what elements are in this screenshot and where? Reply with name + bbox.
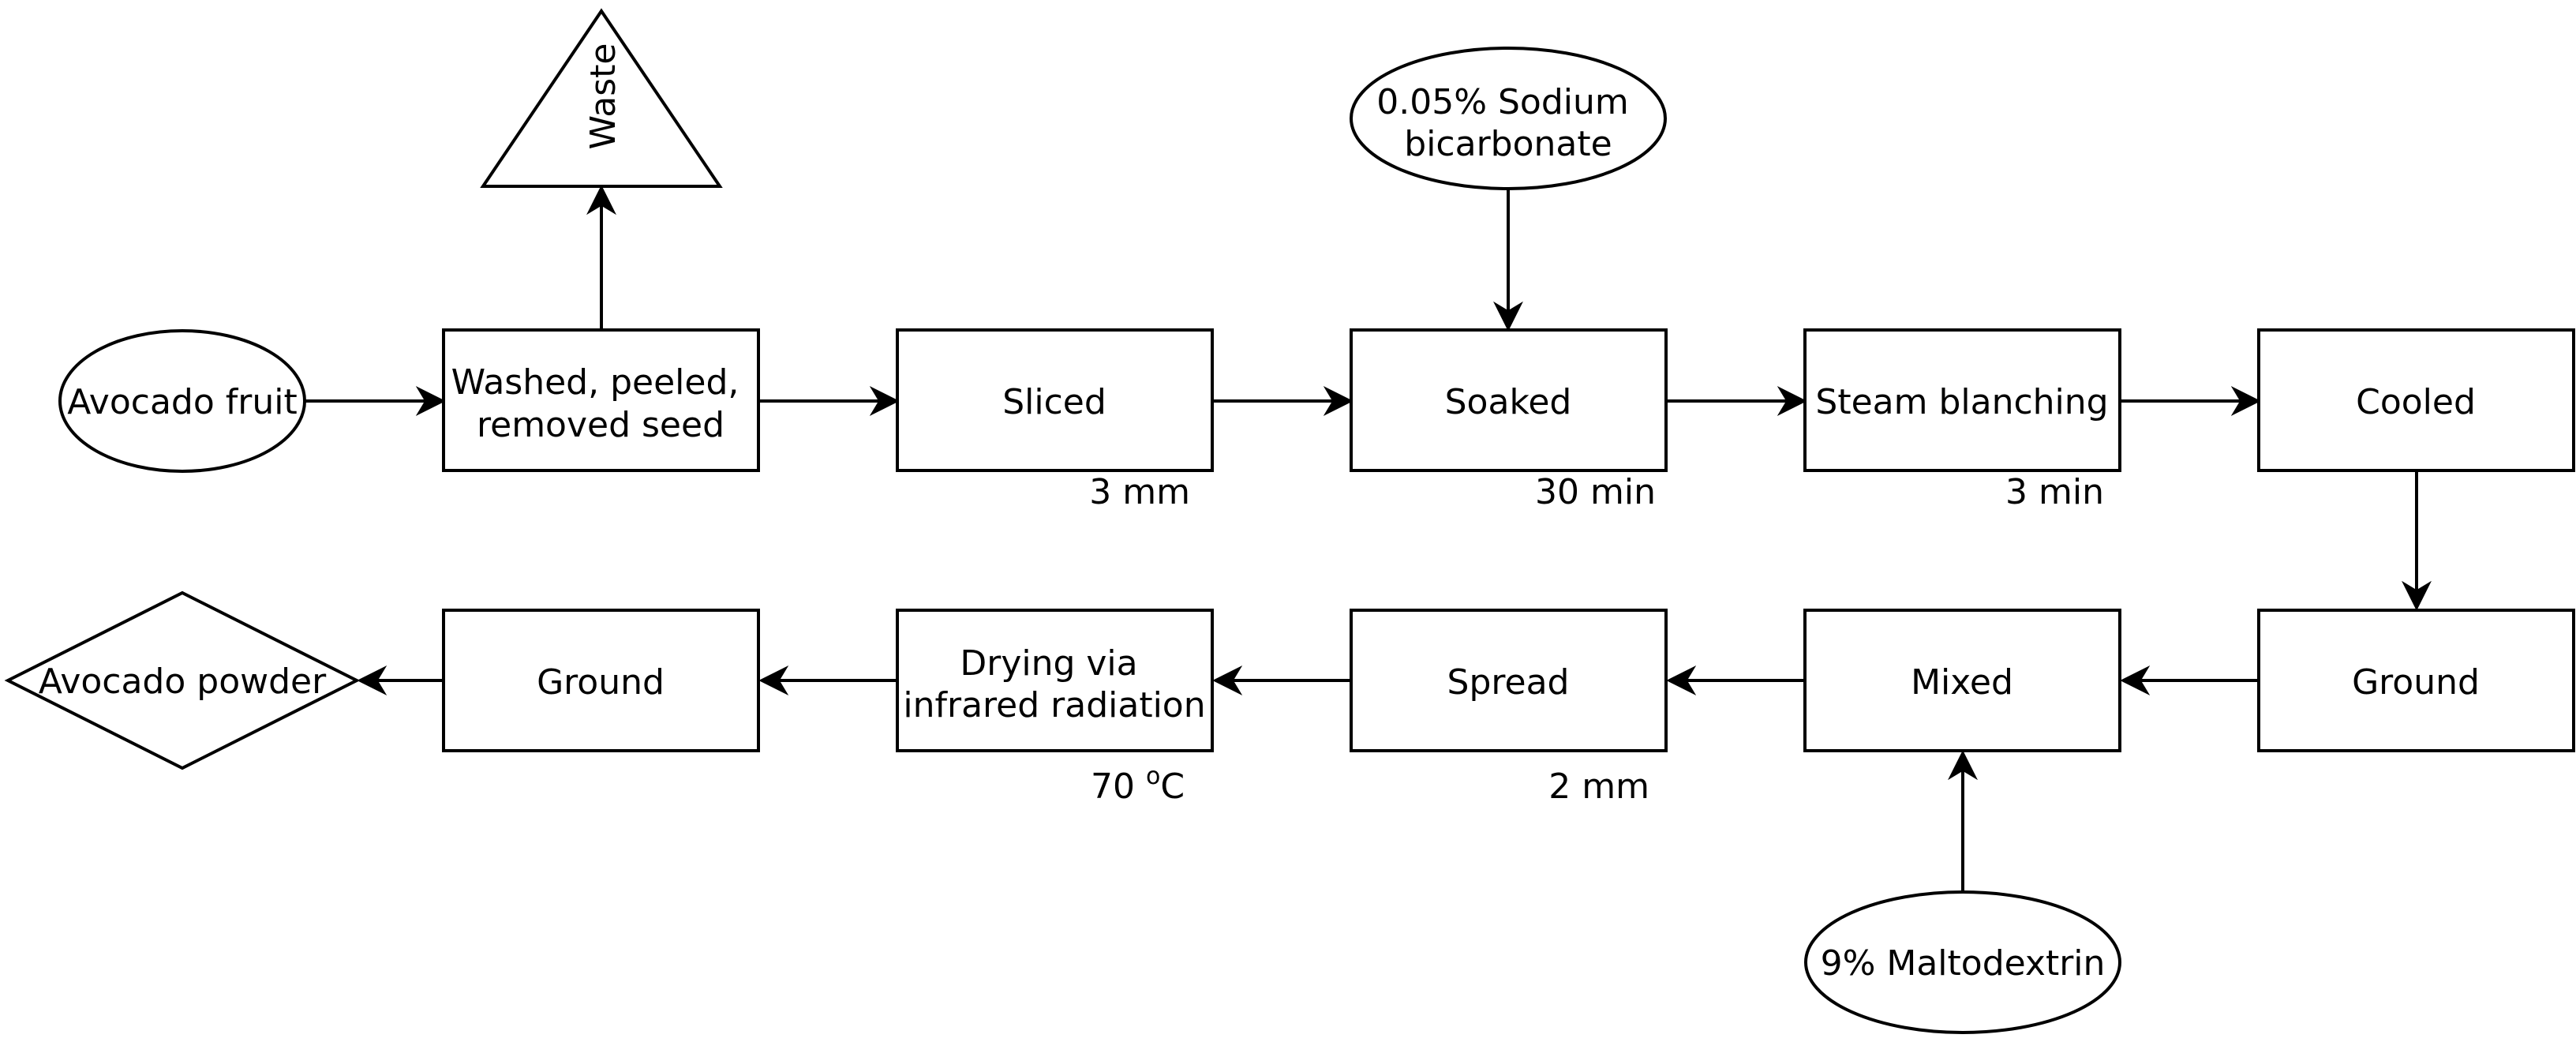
node-cooled-label: Cooled [2356,382,2476,422]
note-spread-thickness: 2 mm [1548,767,1649,807]
node-sodium-bicarbonate-label: 0.05% Sodium bicarbonate [1376,82,1640,164]
node-ground-right: Ground [2257,609,2575,752]
node-soaked: Soaked [1350,328,1668,472]
node-steam-blanching-label: Steam blanching [1815,382,2108,422]
node-sliced-label: Sliced [1002,382,1106,422]
node-avocado-powder-label: Avocado powder [39,662,327,702]
node-drying: Drying via infrared radiation [896,609,1214,752]
node-sliced: Sliced [896,328,1214,472]
node-steam-blanching: Steam blanching [1803,328,2121,472]
node-waste-label: Waste [583,43,623,150]
note-blanch-time: 3 min [2005,472,2104,512]
node-mixed: Mixed [1803,609,2121,752]
node-washed-peeled-label: Washed, peeled, removed seed [451,362,751,445]
node-spread-label: Spread [1447,662,1570,703]
note-drying-temp-value: 70 [1091,767,1146,807]
node-ground-left: Ground [442,609,760,752]
note-drying-temperature: 70 oC [1091,763,1185,807]
note-slice-thickness: 3 mm [1089,472,1190,512]
node-ground-right-label: Ground [2352,662,2480,703]
node-waste: Waste [480,8,723,188]
note-drying-temp-unit: C [1160,767,1185,807]
node-avocado-fruit-label: Avocado fruit [67,382,297,422]
note-soak-time: 30 min [1535,472,1656,512]
node-spread: Spread [1350,609,1668,752]
connectors [305,185,2432,892]
node-maltodextrin: 9% Maltodextrin [1804,890,2121,1034]
node-ground-left-label: Ground [537,662,665,703]
node-avocado-fruit: Avocado fruit [58,329,306,473]
node-cooled: Cooled [2257,328,2575,472]
note-drying-temp-degree: o [1146,763,1160,790]
node-drying-label: Drying via infrared radiation [903,643,1205,725]
node-sodium-bicarbonate: 0.05% Sodium bicarbonate [1350,47,1667,190]
node-washed-peeled: Washed, peeled, removed seed [442,328,760,472]
node-soaked-label: Soaked [1445,382,1572,422]
node-maltodextrin-label: 9% Maltodextrin [1821,943,2106,984]
node-avocado-powder: Avocado powder [4,590,361,770]
node-mixed-label: Mixed [1911,662,2013,703]
